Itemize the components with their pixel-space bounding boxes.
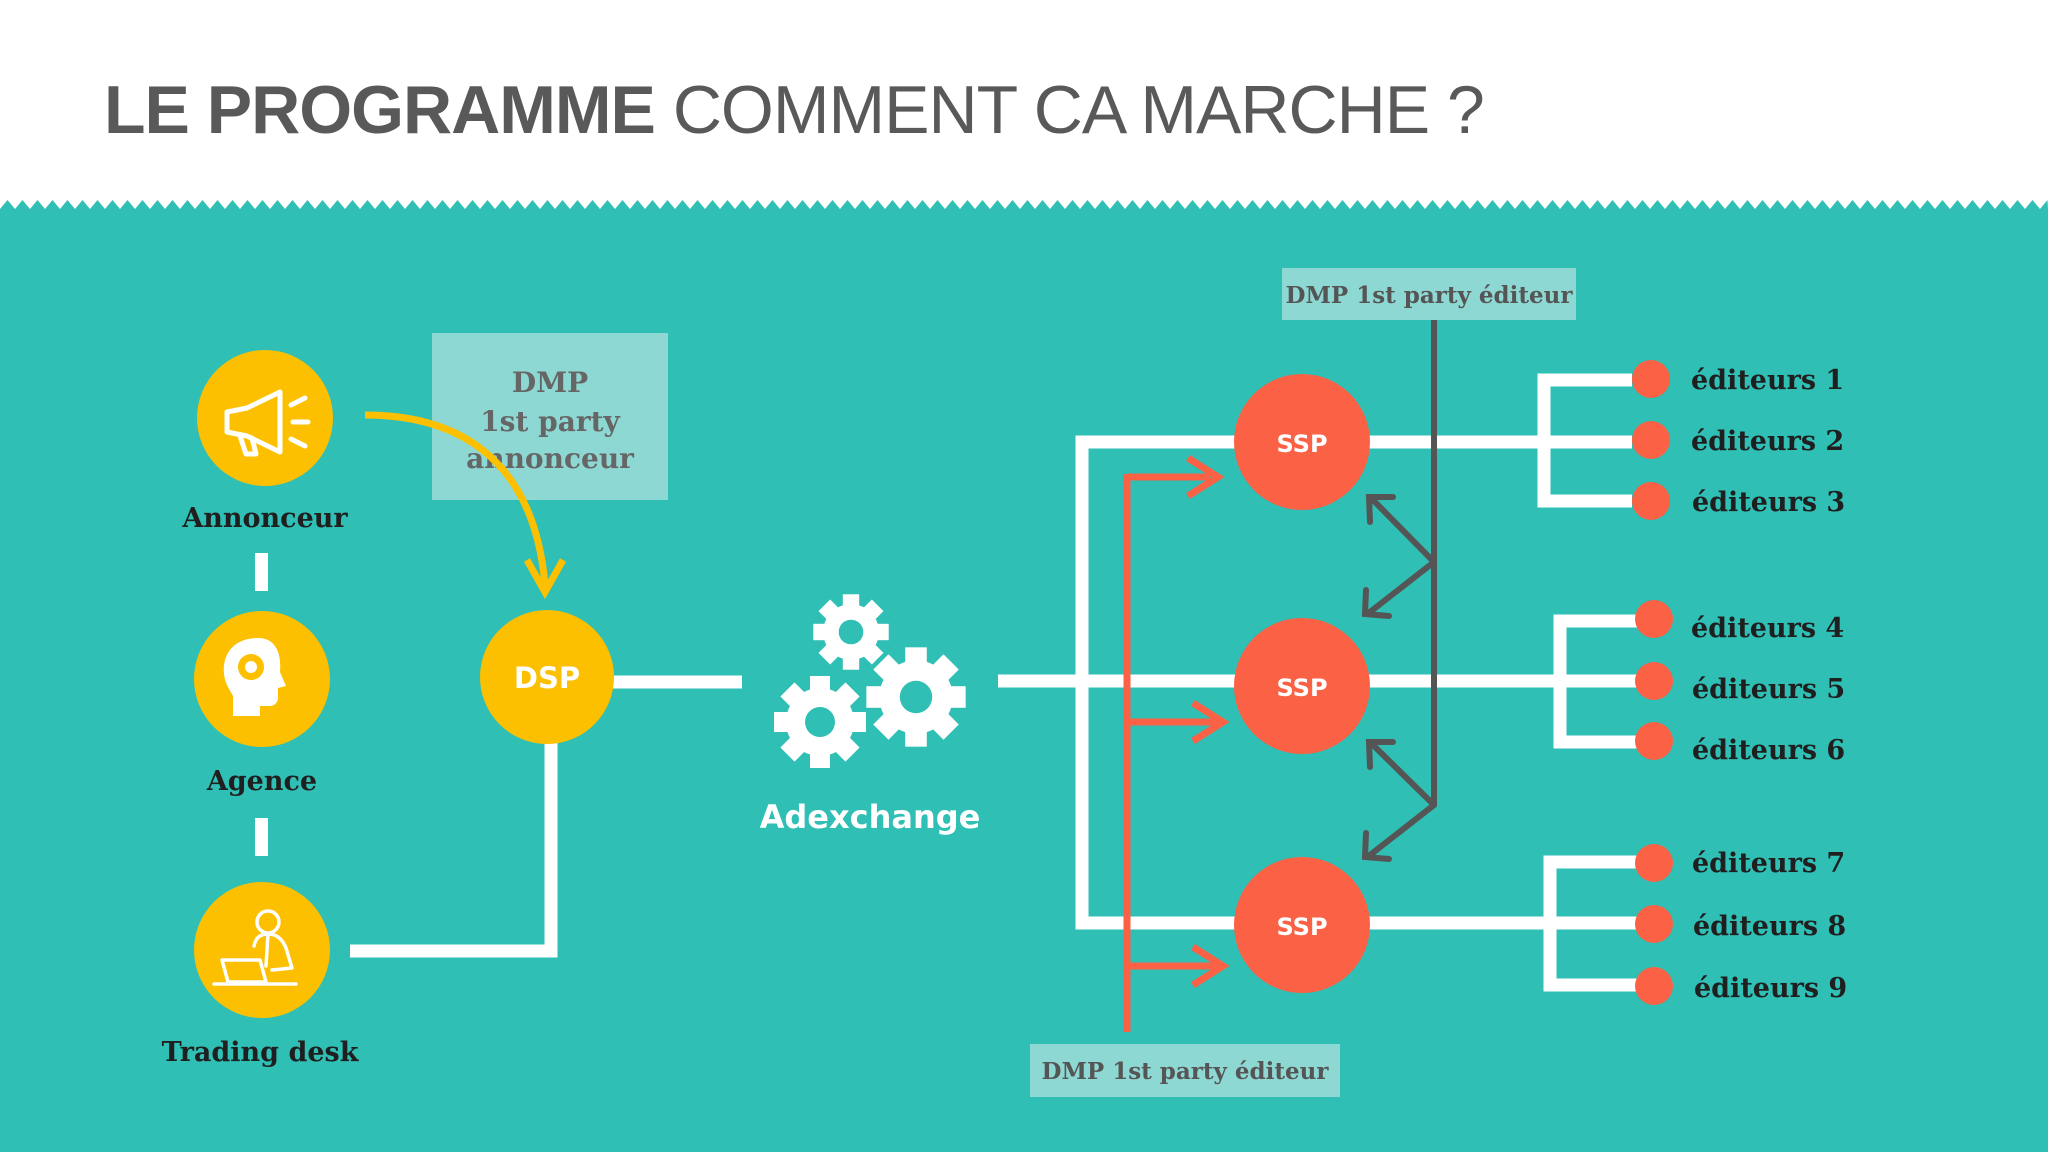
dsp-node: DSP bbox=[480, 610, 614, 744]
actor-label: Trading desk bbox=[162, 1037, 360, 1068]
dsp-label: DSP bbox=[514, 661, 580, 695]
actor-agence: Agence bbox=[194, 611, 330, 797]
publisher-dot bbox=[1632, 421, 1670, 459]
actor-label: Annonceur bbox=[181, 503, 348, 534]
publisher-dots bbox=[1632, 360, 1673, 1005]
publisher-dot bbox=[1635, 600, 1673, 638]
page-title: LE PROGRAMME COMMENT CA MARCHE ? bbox=[104, 76, 1485, 144]
actor-trading-desk: Trading desk bbox=[162, 882, 360, 1068]
publisher-label: éditeurs 1 bbox=[1691, 365, 1844, 396]
dmp-advertiser-line-1: DMP bbox=[512, 366, 588, 399]
advertiser-data-arrowhead bbox=[523, 558, 567, 600]
head-gear-icon bbox=[223, 638, 286, 716]
megaphone-icon bbox=[224, 389, 311, 457]
ssp-node: SSP bbox=[1234, 374, 1370, 510]
publisher-dot bbox=[1635, 967, 1673, 1005]
publisher-label: éditeurs 7 bbox=[1692, 848, 1845, 879]
publisher-dot bbox=[1635, 662, 1673, 700]
dmp-publisher-box-bottom: DMP 1st party éditeur bbox=[1030, 1044, 1340, 1097]
publisher-dot bbox=[1632, 360, 1670, 398]
publisher-label: éditeurs 3 bbox=[1692, 487, 1845, 518]
dmp-publisher-sync-arrows bbox=[1361, 317, 1437, 862]
dmp-publisher-bottom-label: DMP 1st party éditeur bbox=[1042, 1058, 1330, 1085]
dmp-publisher-box-top: DMP 1st party éditeur bbox=[1282, 268, 1576, 320]
trader-laptop-icon bbox=[212, 909, 298, 986]
ssp-label: SSP bbox=[1276, 913, 1327, 941]
adexchange-label: Adexchange bbox=[760, 798, 981, 836]
actor-label: Agence bbox=[206, 766, 317, 797]
dmp-publisher-top-label: DMP 1st party éditeur bbox=[1286, 282, 1574, 309]
ssp-label: SSP bbox=[1276, 674, 1327, 702]
dmp-advertiser-line-2: 1st party bbox=[480, 405, 620, 438]
actor-connectors bbox=[255, 553, 558, 958]
ssp-publisher-links bbox=[1365, 373, 1648, 992]
ssp-node: SSP bbox=[1234, 857, 1370, 993]
publisher-label: éditeurs 8 bbox=[1693, 911, 1846, 942]
adexchange-ssp-links bbox=[998, 435, 1240, 930]
actor-annonceur: Annonceur bbox=[181, 350, 348, 534]
publisher-label: éditeurs 4 bbox=[1691, 613, 1844, 644]
publisher-labels: éditeurs 1 éditeurs 2 éditeurs 3 éditeur… bbox=[1691, 365, 1847, 1004]
dmp-advertiser-box: DMP 1st party annonceur bbox=[432, 333, 668, 500]
publisher-label: éditeurs 6 bbox=[1692, 735, 1845, 766]
title-light: COMMENT CA MARCHE ? bbox=[672, 72, 1485, 148]
advertiser-data-arrow bbox=[364, 411, 549, 586]
publisher-dot bbox=[1635, 905, 1673, 943]
publisher-dot bbox=[1632, 482, 1670, 520]
ssp-node: SSP bbox=[1234, 618, 1370, 754]
publisher-label: éditeurs 9 bbox=[1694, 973, 1847, 1004]
ssp-label: SSP bbox=[1276, 430, 1327, 458]
dmp-publisher-feed-arrows bbox=[1123, 455, 1230, 1032]
publisher-dot bbox=[1635, 844, 1673, 882]
publisher-dot bbox=[1635, 722, 1673, 760]
adexchange-node: Adexchange bbox=[760, 594, 981, 836]
publisher-label: éditeurs 5 bbox=[1692, 674, 1845, 705]
title-bold: LE PROGRAMME bbox=[104, 72, 656, 148]
publisher-label: éditeurs 2 bbox=[1691, 426, 1844, 457]
